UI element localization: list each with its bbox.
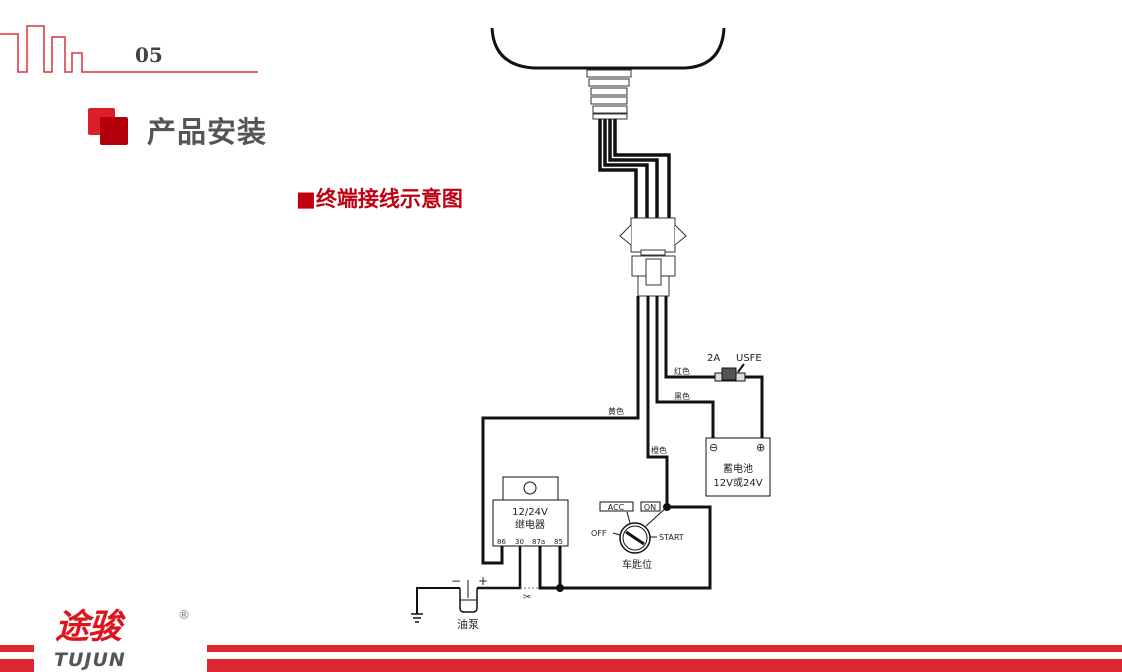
terminal-device [490, 27, 726, 70]
ignition-loop-wire [538, 505, 712, 590]
fuse-rating: 2A [707, 353, 720, 364]
ignition-key-icon [619, 522, 651, 554]
ignition-name: 车匙位 [622, 558, 652, 571]
brand-logo-cn: 途骏 [55, 607, 122, 647]
device-connector-rings [586, 69, 632, 120]
relay-pin: 85 [554, 538, 563, 546]
registered-mark: ® [178, 608, 190, 622]
black-wire [655, 296, 715, 438]
battery-name: 蓄电池 [723, 462, 753, 475]
junction-dot [556, 584, 564, 592]
battery-minus: ⊖ [709, 441, 718, 454]
orange-wire [646, 296, 669, 507]
pump-plus: + [478, 574, 488, 588]
diagram-subtitle: ■终端接线示意图 [296, 187, 463, 211]
battery-box [705, 437, 771, 497]
footer-stripe [207, 645, 1122, 652]
battery-plus: ⊕ [756, 441, 765, 454]
relay-name: 继电器 [515, 518, 545, 531]
start-label: START [659, 533, 684, 542]
wire-harness [598, 119, 671, 218]
relay-tab [502, 476, 559, 501]
relay-pin: 30 [515, 538, 524, 546]
label-red: 红色 [674, 366, 690, 376]
ground-wire [416, 587, 460, 614]
red-wire [664, 296, 715, 379]
relay-voltage: 12/24V [512, 507, 548, 518]
on-label: ON [644, 503, 656, 512]
off-label: OFF [591, 529, 607, 538]
section-number: 05 [135, 43, 163, 67]
label-black: 黑色 [674, 391, 690, 401]
wiring-diagram: ✂ [411, 27, 771, 623]
brand-logo-en: TUJUN [54, 649, 126, 671]
skyline-decoration [0, 25, 258, 73]
acc-box [599, 501, 634, 512]
red-wire-to-battery [745, 375, 764, 438]
label-orange: 橙色 [651, 445, 667, 455]
pump-minus: − [451, 574, 461, 588]
footer-stripe [0, 659, 34, 672]
fuse-type: USFE [736, 353, 762, 364]
label-yellow: 黄色 [608, 406, 624, 416]
relay-box [492, 499, 569, 547]
page-title: 产品安装 [147, 115, 268, 149]
pump-name: 油泵 [457, 617, 479, 631]
footer-stripe [207, 659, 1122, 672]
footer-stripe [0, 645, 34, 652]
relay-pin: 86 [497, 538, 506, 546]
ground-icon [411, 613, 423, 623]
pump-icon [459, 588, 478, 613]
battery-voltage: 12V或24V [713, 477, 762, 489]
fuse-icon [714, 363, 746, 382]
scissors-icon: ✂ [523, 592, 531, 603]
harness-connector [619, 217, 687, 297]
title-square-front [100, 117, 128, 145]
diagram-labels: 黄色 橙色 黑色 红色 2A USFE ⊖ ⊕ 蓄电池 12V或24V 12/2… [451, 353, 765, 631]
yellow-wire [481, 296, 640, 565]
relay-pin: 87a [532, 538, 545, 546]
on-box [640, 501, 661, 512]
acc-label: ACC [608, 503, 625, 512]
